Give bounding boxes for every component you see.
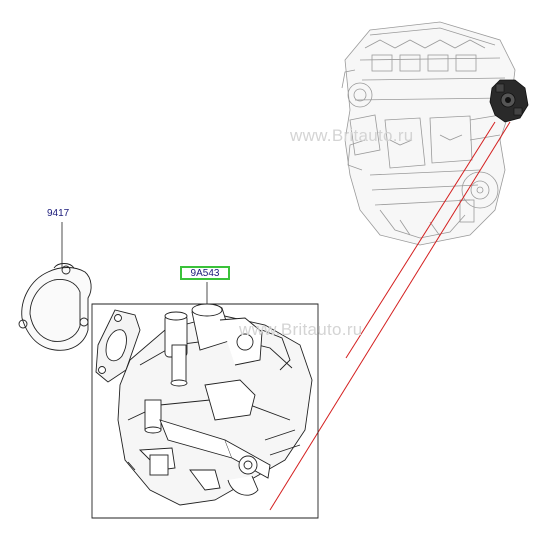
gasket-9417-drawing xyxy=(18,263,92,351)
fuel-pump-drawing xyxy=(117,303,313,506)
callout-gasket-9417[interactable]: 9417 xyxy=(47,208,70,219)
adapter-plate-drawing xyxy=(95,309,141,383)
engine-pump-location xyxy=(489,79,529,123)
watermark-middle: www.Britauto.ru xyxy=(239,320,363,339)
watermark-top: www.Britauto.ru xyxy=(290,126,414,145)
pump-outline-frame xyxy=(91,303,319,519)
red-leader-lines xyxy=(269,121,511,511)
callout-fuel-pump-9a543[interactable]: 9A543 xyxy=(180,266,230,280)
engine-block-drawing xyxy=(341,21,516,246)
